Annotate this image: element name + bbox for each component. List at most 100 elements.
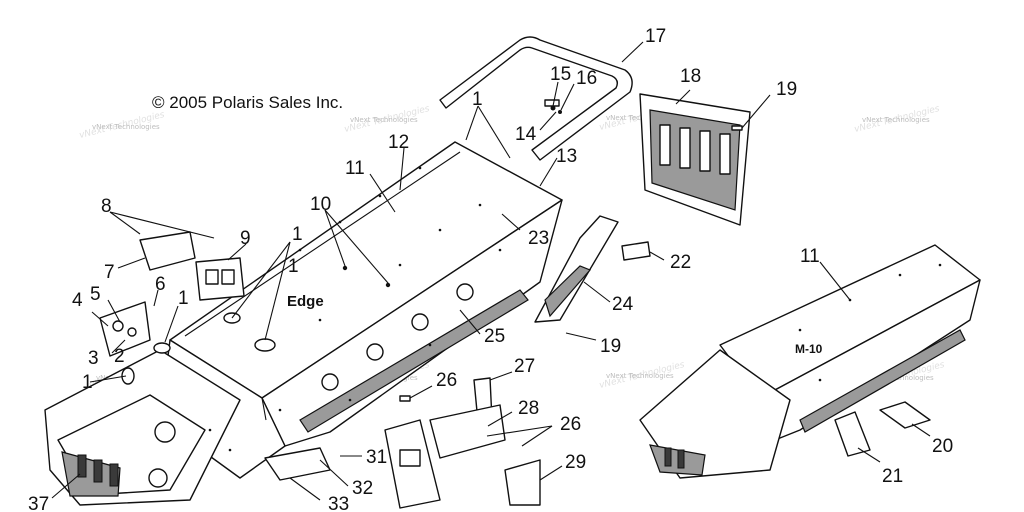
leader-line: [399, 147, 405, 191]
rivet: [438, 228, 442, 232]
flap-rib: [659, 124, 671, 166]
tunnel-crease: [184, 151, 461, 337]
callout-10: 10: [310, 194, 331, 215]
callout-29: 29: [565, 452, 586, 473]
bracket-window: [221, 269, 235, 285]
side-cutout: [366, 343, 384, 361]
callout-19: 19: [776, 79, 797, 100]
callout-labels: 1 1 1 1 1 2 3 4 5 6 7 8 9 10 11 11 12 13…: [28, 26, 953, 512]
bulkhead-hole: [154, 421, 176, 443]
callout-1: 1: [288, 256, 299, 277]
leader-line: [289, 477, 321, 501]
rivet: [318, 318, 322, 322]
callout-1: 1: [178, 288, 189, 309]
leader-line: [486, 425, 553, 437]
callout-15: 15: [550, 64, 571, 85]
leader-line: [857, 447, 881, 463]
leader-line: [117, 257, 146, 269]
fastener: [558, 110, 562, 114]
bulkhead-hole: [148, 468, 168, 488]
rivet: [898, 273, 902, 277]
leader-line: [621, 41, 644, 63]
leader-line: [649, 251, 665, 261]
leader-line: [539, 157, 558, 187]
rivet: [298, 248, 302, 252]
rivet: [378, 194, 382, 198]
leader-line: [741, 94, 771, 129]
callout-1: 1: [292, 224, 303, 245]
leader-lines: [51, 41, 931, 501]
callout-1: 1: [82, 372, 93, 393]
edge-model-label: Edge: [287, 293, 324, 310]
grommet: [254, 338, 276, 352]
callout-14: 14: [515, 124, 537, 145]
leader-line: [91, 311, 109, 327]
leader-line: [521, 425, 553, 447]
leader-line: [164, 305, 179, 343]
bracket-plate: [195, 257, 245, 301]
bracket-window: [205, 269, 219, 285]
callout-13: 13: [556, 146, 577, 167]
callout-37: 37: [28, 494, 49, 512]
m10-slot: [664, 447, 672, 467]
m10-chassis: M-10: [639, 244, 981, 479]
callout-11: 11: [800, 246, 820, 267]
reinforcement-plate-small: [834, 411, 871, 457]
fastener: [550, 105, 556, 111]
callout-9: 9: [240, 228, 251, 249]
callout-33: 33: [328, 494, 349, 512]
rivet: [798, 328, 802, 332]
flap-rib: [699, 130, 711, 172]
callout-11: 11: [345, 158, 365, 179]
watermark: vNext Technologies: [350, 116, 418, 124]
copyright-notice: © 2005 Polaris Sales Inc.: [152, 93, 343, 112]
callout-12: 12: [388, 132, 409, 153]
mount-plate: [99, 301, 151, 357]
callout-7: 7: [104, 262, 115, 283]
callout-31: 31: [366, 447, 387, 468]
callout-26: 26: [560, 414, 581, 435]
callout-21: 21: [882, 466, 903, 487]
running-board-grip: [544, 265, 592, 318]
leader-line: [319, 459, 349, 487]
m10-model-label: M-10: [795, 342, 823, 356]
flap-bolt: [731, 125, 743, 131]
grommet: [121, 367, 135, 385]
side-cutout: [321, 373, 339, 391]
side-cutout: [456, 283, 474, 301]
grommet: [153, 342, 171, 354]
bulkhead-slot: [77, 454, 87, 478]
rivet: [938, 263, 942, 267]
tunnel-hole: [385, 282, 391, 288]
leader-line: [465, 105, 479, 141]
rivet: [498, 248, 502, 252]
callout-32: 32: [352, 478, 373, 499]
leader-line: [227, 243, 247, 261]
rivet: [398, 263, 402, 267]
rivet: [278, 408, 282, 412]
bumper-fasteners: [550, 105, 562, 114]
bulkhead-slot: [109, 463, 119, 487]
leader-line: [819, 261, 851, 301]
callout-17: 17: [645, 26, 666, 47]
edge-chassis: Edge: [44, 141, 563, 506]
leader-line: [51, 473, 81, 499]
leader-line: [109, 211, 215, 239]
callout-26: 26: [436, 370, 457, 391]
leader-line: [565, 332, 597, 341]
leader-line: [487, 411, 513, 427]
cooler-window: [399, 449, 421, 467]
mount-bracket: [139, 231, 196, 271]
leader-line: [477, 105, 511, 159]
callout-8: 8: [101, 196, 112, 217]
leader-line: [264, 241, 291, 341]
leader-line: [539, 465, 563, 481]
washer: [112, 320, 124, 332]
bumper-clip: [544, 99, 560, 107]
leader-line: [409, 385, 433, 399]
rivet: [428, 343, 432, 347]
snow-flap: [639, 93, 751, 226]
callout-6: 6: [155, 274, 166, 295]
leader-line: [501, 213, 521, 231]
